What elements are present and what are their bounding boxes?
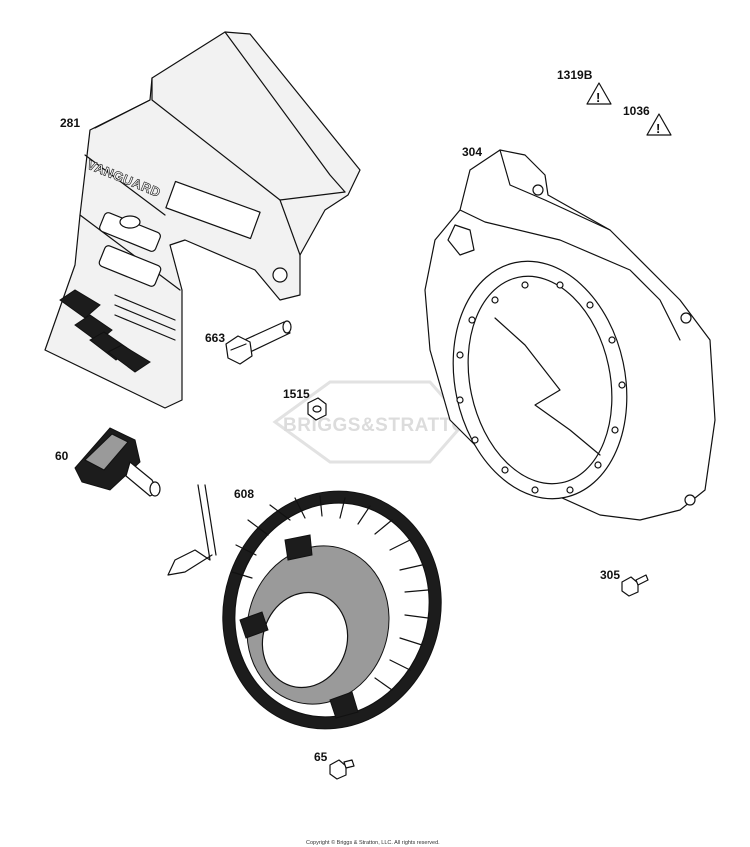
watermark-text: BRIGGS&STRATTON — [283, 415, 481, 436]
part-1515-nut[interactable] — [307, 397, 327, 421]
label-1036[interactable]: 1036 — [623, 104, 650, 118]
part-305-screw[interactable] — [621, 574, 649, 597]
part-65-screw[interactable] — [329, 759, 355, 780]
warning-icon: ! — [656, 121, 660, 136]
part-281-cover[interactable]: VANGUARD — [44, 31, 361, 409]
label-304[interactable]: 304 — [462, 145, 482, 159]
part-1319b-warning-label[interactable]: ! — [586, 82, 612, 105]
part-608-rewind-starter[interactable] — [167, 462, 472, 757]
copyright-notice: Copyright © Briggs & Stratton, LLC. All … — [306, 839, 440, 846]
label-608[interactable]: 608 — [234, 487, 254, 501]
starter-fins — [231, 495, 429, 691]
label-1319b[interactable]: 1319B — [557, 68, 593, 82]
warning-icon: ! — [596, 90, 600, 105]
part-663-bolt[interactable] — [225, 320, 292, 365]
part-1036-warning-label[interactable]: ! — [646, 113, 672, 136]
housing-bolt-holes — [456, 281, 626, 494]
label-65[interactable]: 65 — [314, 750, 328, 764]
part-60-starter-handle[interactable] — [74, 427, 161, 497]
part-304-blower-housing[interactable] — [424, 149, 716, 521]
label-1515[interactable]: 1515 — [283, 387, 310, 401]
label-305[interactable]: 305 — [600, 568, 620, 582]
label-663[interactable]: 663 — [205, 331, 225, 345]
label-60[interactable]: 60 — [55, 449, 69, 463]
label-281[interactable]: 281 — [60, 116, 80, 130]
